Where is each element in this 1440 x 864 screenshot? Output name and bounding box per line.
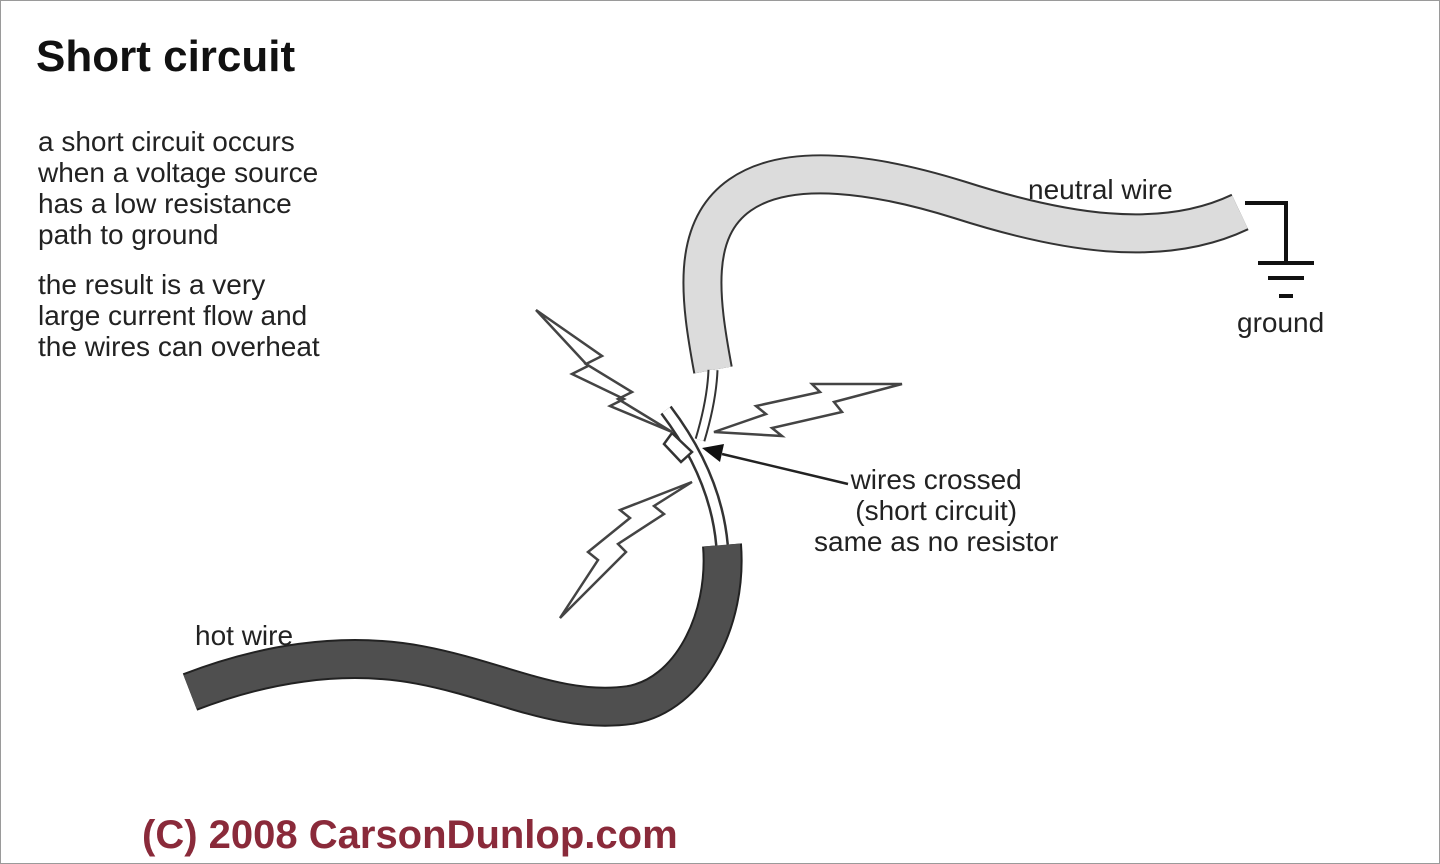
neutral-wire-label: neutral wire [1028, 174, 1173, 205]
description-text-2: the result is a very large current flow … [38, 269, 320, 362]
page-title: Short circuit [36, 32, 296, 81]
description-text-1: a short circuit occurs when a voltage so… [38, 126, 319, 250]
ground-label: ground [1237, 307, 1325, 338]
copyright-credit: (C) 2008 CarsonDunlop.com [142, 813, 678, 857]
spark-icon [535, 308, 903, 619]
description-paragraph-1: a short circuit occurs when a voltage so… [38, 126, 318, 250]
hot-wire [182, 405, 743, 727]
hot-wire-label: hot wire [195, 620, 294, 651]
neutral-wire [682, 154, 1249, 442]
arrow-icon [702, 444, 849, 486]
description-paragraph-2: the result is a very large current flow … [38, 269, 320, 362]
crossing-point [662, 431, 694, 464]
ground-symbol-icon [1245, 201, 1314, 298]
wires-crossed-label: wires crossed (short circuit) same as no… [814, 464, 1059, 557]
